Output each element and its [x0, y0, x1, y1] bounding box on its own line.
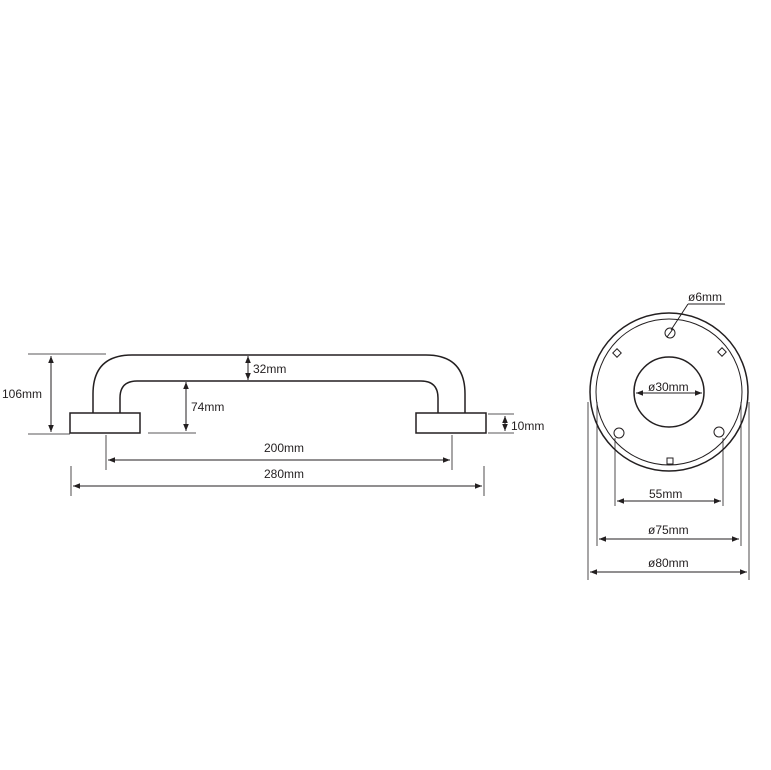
screw-hole-right [713, 426, 725, 438]
outer-diameter-label: ø80mm [648, 556, 689, 570]
marker-square-right [717, 347, 727, 357]
inner-diameter-label: ø75mm [648, 523, 689, 537]
grab-bar-side-view: 106mm 32mm 74mm 10mm 200mm 280mm [2, 353, 544, 496]
center-hole-label: ø30mm [648, 380, 689, 394]
centers-dimension-label: 200mm [264, 441, 304, 455]
marker-square-bottom [666, 457, 674, 465]
left-base-plate [69, 412, 141, 434]
screw-hole-label: ø6mm [688, 290, 722, 304]
length-dimension-label: 280mm [264, 467, 304, 481]
bar-inner-outline [119, 380, 439, 413]
hole-spacing-label: 55mm [649, 487, 682, 501]
flange-inner-circle [595, 318, 743, 466]
center-hole [633, 356, 705, 428]
right-base-plate [415, 412, 487, 434]
base-thickness-label: 10mm [511, 419, 544, 433]
flange-outer-circle [589, 312, 749, 472]
marker-square-left [612, 348, 622, 358]
screw-hole-left [613, 427, 625, 439]
screw-hole-top [664, 327, 676, 339]
height-dimension-label: 106mm [2, 387, 42, 401]
bar-outer-outline [92, 354, 466, 413]
mounting-flange-end-view: ø6mm ø30mm 55mm ø75mm ø80mm [587, 290, 750, 580]
tube-dimension-label: 32mm [253, 362, 286, 376]
clearance-dimension-label: 74mm [191, 400, 224, 414]
